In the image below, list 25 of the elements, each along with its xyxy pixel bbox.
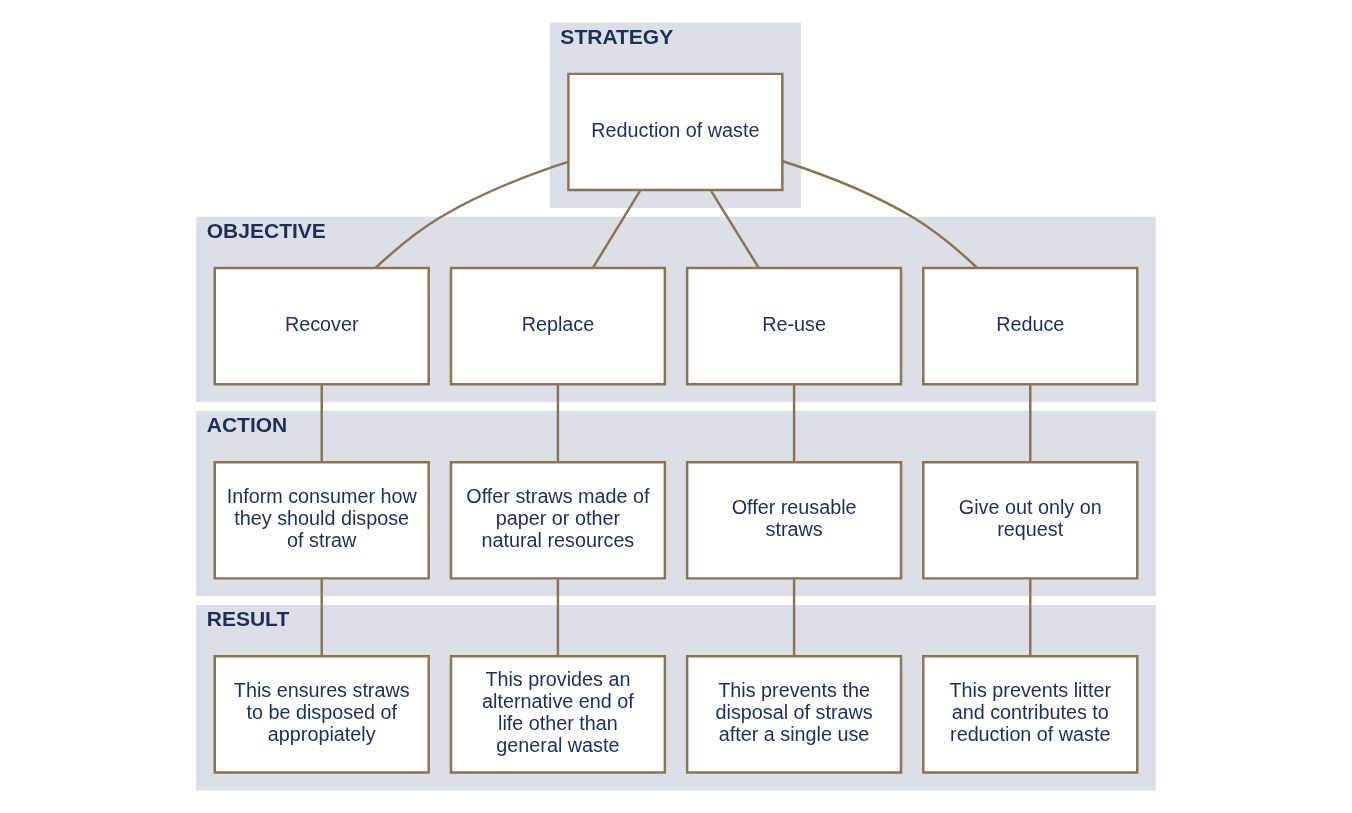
connector <box>782 160 979 269</box>
node-box: This ensures straws to be disposed of appropiately <box>213 655 430 774</box>
connector <box>374 160 569 269</box>
connector <box>556 384 560 462</box>
connector <box>320 578 323 657</box>
connector <box>556 578 560 657</box>
node-box: Reduce <box>922 266 1139 386</box>
connector <box>709 189 760 269</box>
node-box: This prevents litter and contributes to reduction of waste <box>922 655 1139 774</box>
connector <box>792 384 796 462</box>
connector <box>591 189 642 269</box>
node-box: Offer straws made of paper or other natural resources <box>449 460 667 580</box>
connector <box>320 384 323 462</box>
node-box: Give out only on request <box>922 460 1139 580</box>
node-box: Offer reusable straws <box>685 460 903 580</box>
connector <box>792 578 796 657</box>
node-box: This provides an alternative end of life other than general waste <box>449 655 667 774</box>
node-box: Inform consumer how they should dispose of straw <box>213 460 430 580</box>
node-box: Reduction of waste <box>567 72 784 192</box>
connector <box>1029 384 1032 462</box>
node-box: Replace <box>449 266 667 386</box>
node-box: This prevents the disposal of straws after a single use <box>685 655 903 774</box>
node-box: Re-use <box>685 266 903 386</box>
connector <box>1029 578 1032 657</box>
node-box: Recover <box>213 266 430 386</box>
